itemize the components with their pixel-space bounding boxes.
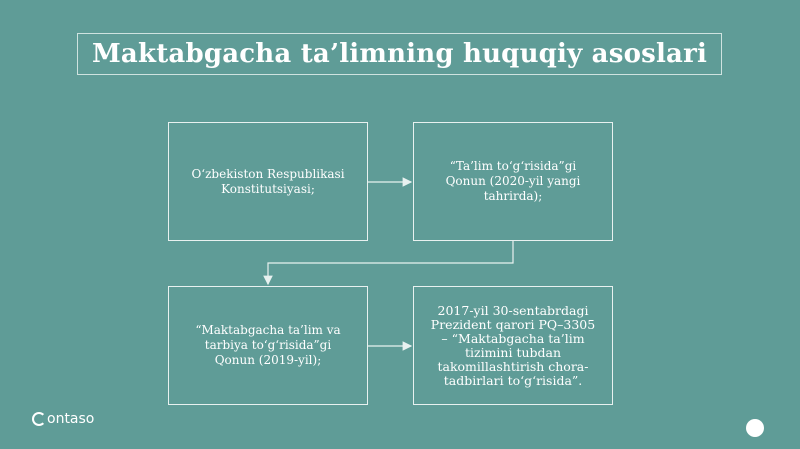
box-constitution: O‘zbekiston Respublikasi Konstitutsiyasi… (168, 122, 368, 241)
arrow-b2-b3 (263, 241, 514, 286)
contoso-c-icon (32, 412, 46, 426)
box-preschool-law-text: “Maktabgacha ta’lim va tarbiya to‘g‘risi… (195, 323, 341, 367)
title-frame: Maktabgacha ta’limning huquqiy asoslari (77, 33, 722, 75)
page-title: Maktabgacha ta’limning huquqiy asoslari (91, 39, 708, 69)
box-constitution-text: O‘zbekiston Respublikasi Konstitutsiyasi… (191, 166, 345, 196)
box-education-law-text: “Ta’lim to‘g‘risida”gi Qonun (2020-yil y… (445, 159, 581, 203)
box-presidential-decree-text: 2017-yil 30-sentabrdagi Prezident qarori… (430, 302, 596, 388)
navigation-dot-icon[interactable] (746, 419, 764, 437)
box-presidential-decree: 2017-yil 30-sentabrdagi Prezident qarori… (413, 286, 613, 405)
box-preschool-law: “Maktabgacha ta’lim va tarbiya to‘g‘risi… (168, 286, 368, 405)
contoso-logo: ontaso (32, 411, 94, 427)
logo-text: ontaso (47, 411, 95, 427)
box-education-law: “Ta’lim to‘g‘risida”gi Qonun (2020-yil y… (413, 122, 613, 241)
